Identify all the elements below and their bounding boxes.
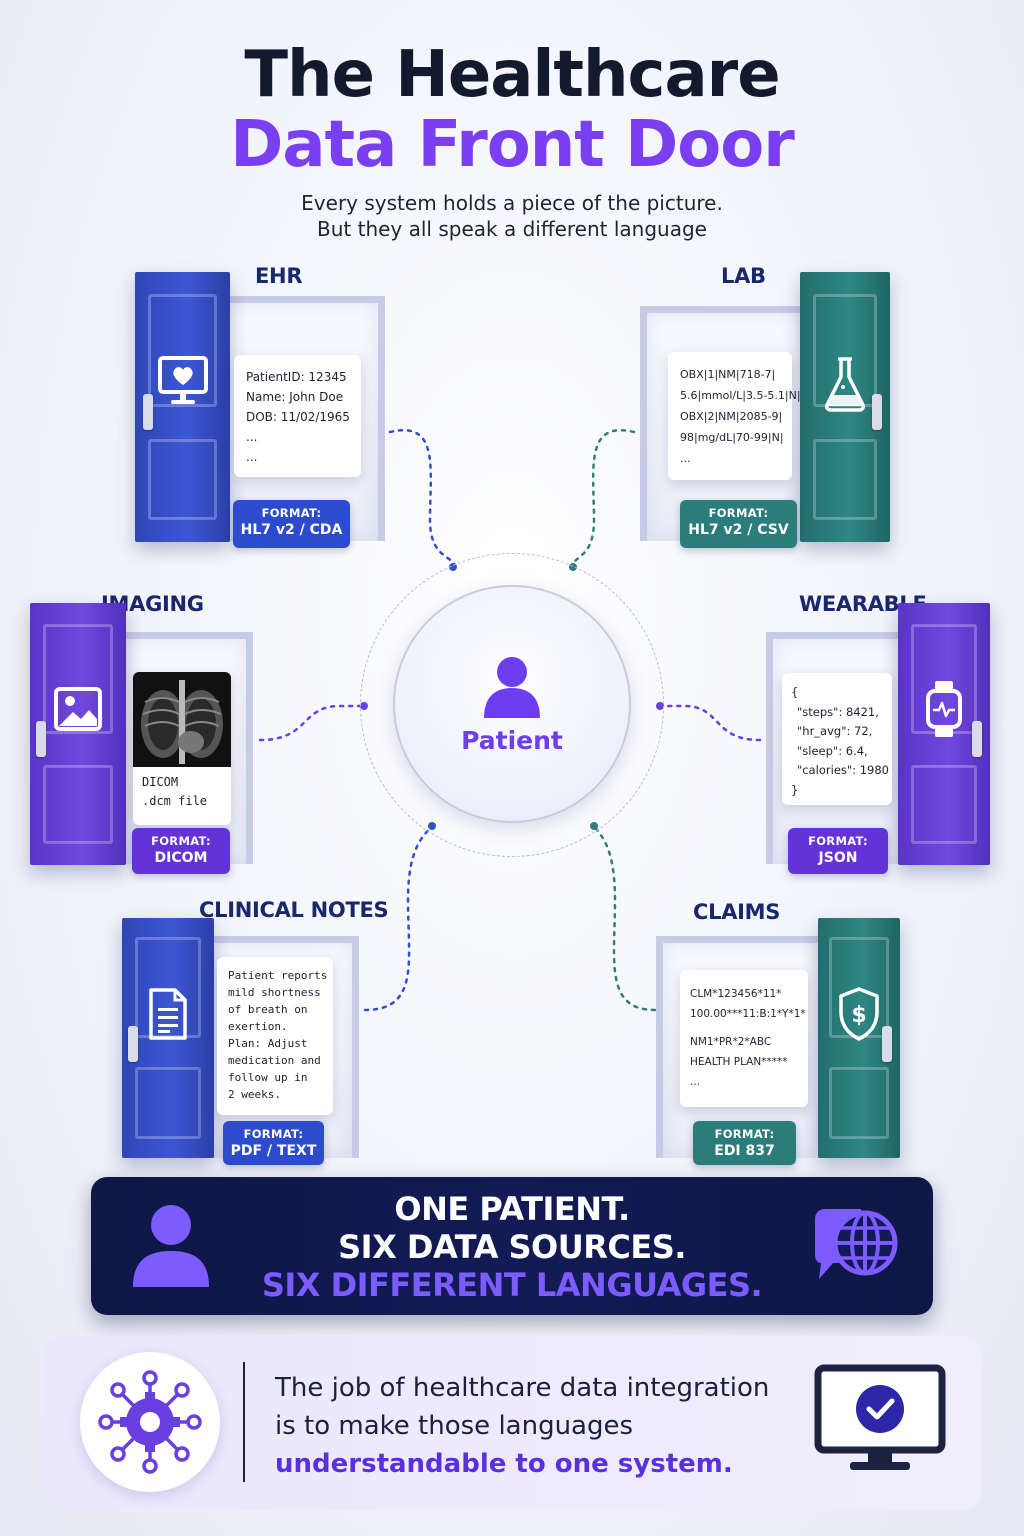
connector-clinical-notes (363, 824, 434, 1012)
page-title: The Healthcare (244, 38, 780, 112)
person-icon (133, 1205, 209, 1287)
format-badge-claims: FORMAT: EDI 837 (693, 1121, 796, 1165)
format-label: FORMAT: (151, 834, 211, 848)
connector-wearable (660, 704, 762, 742)
format-label: FORMAT: (714, 1127, 775, 1141)
gear-network-badge (80, 1352, 220, 1492)
summary-banner: ONE PATIENT. SIX DATA SOURCES. SIX DIFFE… (91, 1177, 933, 1315)
format-value: EDI 837 (714, 1143, 775, 1159)
record-line: "calories": 1980 (797, 763, 889, 777)
record-line: 2 weeks. (228, 1088, 281, 1101)
record-line: ... (246, 450, 258, 464)
hub-ring (360, 553, 664, 857)
record-line: OBX|1|NM|718-7| (680, 368, 776, 381)
patient-person-icon (484, 657, 540, 718)
record-line: "hr_avg": 72, (797, 724, 873, 738)
smartwatch-icon (926, 681, 962, 737)
record-line: follow up in (228, 1071, 308, 1084)
conclusion-line-3: understandable to one system. (275, 1449, 733, 1479)
record-line: ... (680, 452, 691, 465)
record-line: 5.6|mmol/L|3.5-5.1|N| (680, 389, 801, 402)
format-badge-ehr: FORMAT: HL7 v2 / CDA (233, 500, 350, 548)
format-value: HL7 v2 / CSV (688, 522, 789, 538)
format-value: JSON (818, 850, 858, 866)
record-line: .dcm file (142, 794, 208, 808)
format-value: HL7 v2 / CDA (240, 522, 343, 538)
xray-image (133, 672, 231, 767)
banner-line-2: SIX DATA SOURCES. (338, 1228, 686, 1266)
record-line: mild shortness (228, 986, 321, 999)
format-badge-lab: FORMAT: HL7 v2 / CSV (680, 500, 797, 548)
record-card-ehr: PatientID: 12345 Name: John Doe DOB: 11/… (234, 355, 361, 477)
format-badge-clinical-notes: FORMAT: PDF / TEXT (223, 1121, 324, 1165)
format-badge-wearable: FORMAT: JSON (788, 828, 888, 874)
record-card-lab: OBX|1|NM|718-7| 5.6|mmol/L|3.5-5.1|N| OB… (668, 352, 801, 480)
conclusion-line-1: The job of healthcare data integration (275, 1373, 770, 1403)
subtitle-line-2: But they all speak a different language (317, 217, 707, 241)
monitor-check-icon (814, 1364, 946, 1470)
record-line: Name: John Doe (246, 390, 344, 404)
page-title-highlight: Data Front Door (230, 108, 795, 182)
record-line: 100.00***11:B:1*Y*1* (690, 1008, 806, 1020)
record-line: ... (246, 430, 258, 444)
record-line: HEALTH PLAN***** (690, 1056, 788, 1068)
flask-icon (825, 357, 865, 412)
record-line: PatientID: 12345 (246, 370, 347, 384)
panel-divider (243, 1362, 245, 1482)
record-line: Patient reports (228, 969, 328, 982)
format-value: PDF / TEXT (230, 1143, 317, 1159)
subtitle-line-1: Every system holds a piece of the pictur… (301, 191, 723, 215)
globe-chat-icon (815, 1209, 898, 1279)
record-line: CLM*123456*11* (690, 988, 782, 1000)
door-lab[interactable] (800, 272, 890, 542)
connector-lab (570, 429, 636, 570)
record-line: { (791, 685, 799, 699)
record-line: of breath on (228, 1003, 308, 1016)
svg-text:$: $ (851, 1003, 866, 1028)
format-label: FORMAT: (808, 834, 868, 848)
record-line: 98|mg/dL|70-99|N| (680, 431, 784, 444)
record-line: DICOM (142, 775, 179, 789)
record-line: ... (690, 1076, 701, 1088)
source-label-lab: LAB (721, 264, 766, 288)
shield-dollar-icon: $ (839, 987, 879, 1041)
record-line: Plan: Adjust (228, 1037, 308, 1050)
source-label-claims: CLAIMS (693, 900, 781, 924)
format-badge-imaging: FORMAT: DICOM (132, 828, 230, 874)
connector-ehr (388, 429, 457, 570)
document-icon (149, 988, 187, 1040)
record-line: medication and (228, 1054, 321, 1067)
connector-claims (592, 824, 657, 1012)
conclusion-line-2: is to make those languages (275, 1411, 634, 1441)
monitor-heart-icon (157, 356, 208, 404)
format-label: FORMAT: (243, 1127, 304, 1141)
gear-network-icon (98, 1370, 202, 1474)
record-card-imaging: DICOM .dcm file (133, 672, 231, 825)
banner-line-3: SIX DIFFERENT LANGUAGES. (261, 1266, 763, 1304)
record-card-wearable: { "steps": 8421, "hr_avg": 72, "sleep": … (782, 673, 892, 805)
source-label-ehr: EHR (255, 264, 303, 288)
record-line: NM1*PR*2*ABC (690, 1036, 772, 1048)
door-clinical-notes[interactable] (122, 918, 214, 1158)
hub-label: Patient (461, 726, 563, 755)
door-ehr[interactable] (135, 272, 230, 542)
door-wearable[interactable] (898, 603, 990, 865)
record-line: } (791, 782, 799, 797)
record-line: "sleep": 6.4, (797, 743, 868, 758)
banner-line-1: ONE PATIENT. (394, 1190, 630, 1228)
source-label-clinical-notes: CLINICAL NOTES (199, 898, 389, 922)
format-value: DICOM (154, 850, 208, 866)
door-claims[interactable]: $ (818, 918, 900, 1158)
door-imaging[interactable] (30, 603, 126, 865)
record-line: DOB: 11/02/1965 (246, 410, 350, 424)
record-line: exertion. (228, 1020, 288, 1033)
image-icon (54, 687, 102, 731)
format-label: FORMAT: (708, 506, 769, 520)
record-line: "steps": 8421, (797, 704, 879, 719)
record-line: OBX|2|NM|2085-9| (680, 410, 783, 423)
connector-imaging (258, 704, 364, 742)
record-card-clinical-notes: Patient reports mild shortness of breath… (217, 957, 333, 1115)
record-card-claims: CLM*123456*11* 100.00***11:B:1*Y*1* NM1*… (680, 970, 808, 1107)
format-label: FORMAT: (261, 506, 322, 520)
